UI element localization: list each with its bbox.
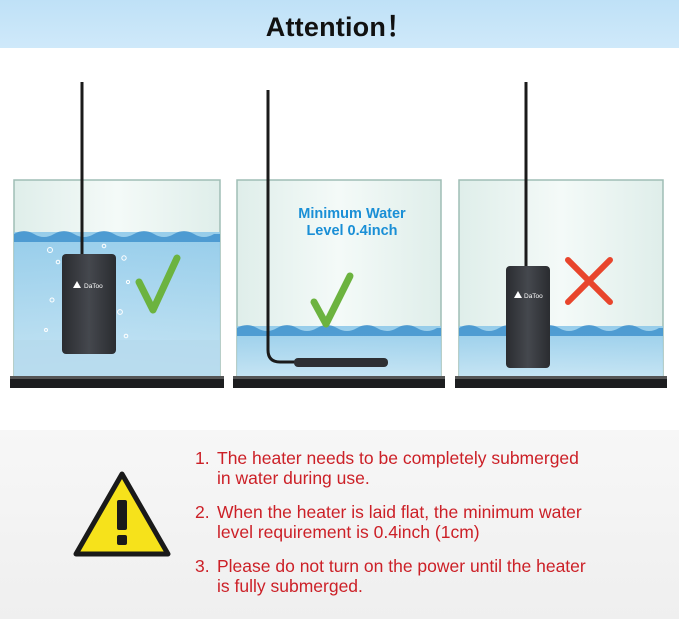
- minimum-water-level-label: Minimum Water Level 0.4inch: [298, 206, 406, 239]
- notes-list: 1. The heater needs to be completely sub…: [195, 448, 665, 610]
- tank-panel-not-submerged: DaToo: [455, 82, 667, 388]
- check-icon: [310, 272, 354, 328]
- tank-panel-submerged: DaToo: [10, 82, 224, 388]
- note-item: 2. When the heater is laid flat, the min…: [195, 502, 582, 542]
- tank-illustrations: DaToo DaToo: [10, 82, 667, 388]
- heater-brand: DaToo: [524, 293, 543, 300]
- note-item: 1. The heater needs to be completely sub…: [195, 448, 579, 488]
- check-icon: [135, 254, 181, 314]
- heater-body: [506, 266, 550, 368]
- cross-icon: [565, 257, 613, 305]
- heater-flat: [294, 358, 388, 367]
- tank-panel-laid-flat: [233, 90, 445, 388]
- heater-body: [62, 254, 116, 354]
- page-title: Attention！: [265, 11, 414, 42]
- brand-logo-icon: [73, 281, 81, 288]
- note-item: 3. Please do not turn on the power until…: [195, 556, 586, 596]
- brand-logo-icon: [514, 291, 522, 298]
- heater-brand: DaToo: [84, 283, 103, 290]
- warning-icon: [73, 471, 171, 557]
- attention-banner: Attention！: [0, 0, 679, 48]
